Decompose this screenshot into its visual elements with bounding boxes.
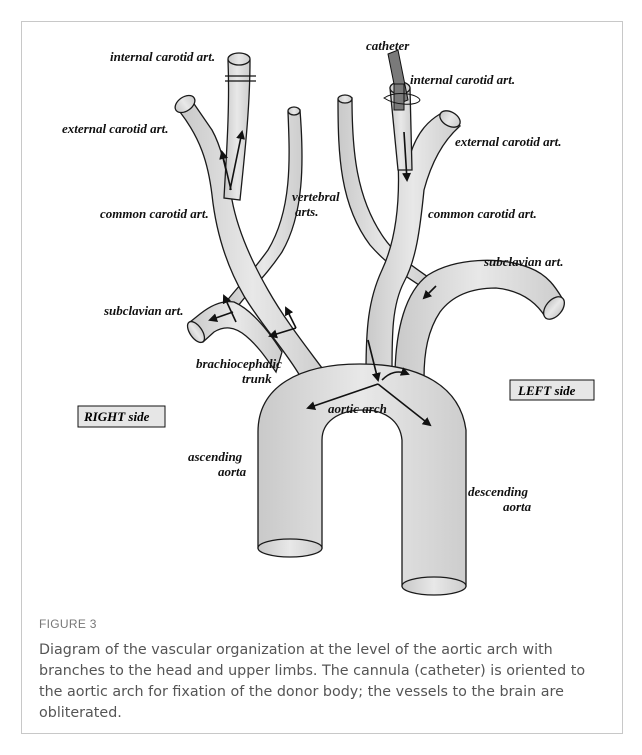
label-vertebral: vertebral xyxy=(292,189,340,204)
label-ascending: ascending xyxy=(188,449,243,464)
label-subclavian-right: subclavian art. xyxy=(103,303,183,318)
label-common-carotid-left: common carotid art. xyxy=(428,206,537,221)
right-vertebral-artery-end xyxy=(288,107,300,115)
label-descending: descending xyxy=(468,484,528,499)
right-internal-carotid-end xyxy=(228,53,250,65)
label-trunk: trunk xyxy=(242,371,272,386)
right-side-box: RIGHT side xyxy=(78,406,165,427)
label-internal-carotid-right: internal carotid art. xyxy=(110,49,215,64)
label-aortic-arch: aortic arch xyxy=(328,401,387,416)
left-vertebral-artery-end xyxy=(338,95,352,103)
ascending-aorta-end xyxy=(258,539,322,557)
label-external-carotid-right: external carotid art. xyxy=(62,121,169,136)
label-internal-carotid-left: internal carotid art. xyxy=(410,72,515,87)
right-side-label: RIGHT side xyxy=(83,409,150,424)
label-descending-aorta: aorta xyxy=(503,499,532,514)
left-side-box: LEFT side xyxy=(510,380,594,400)
label-arts: arts. xyxy=(295,204,318,219)
label-catheter: catheter xyxy=(366,38,410,53)
figure-caption: Diagram of the vascular organization at … xyxy=(39,640,605,724)
label-common-carotid-right: common carotid art. xyxy=(100,206,209,221)
figure-number: FIGURE 3 xyxy=(39,617,97,631)
left-side-label: LEFT side xyxy=(517,383,576,398)
label-external-carotid-left: external carotid art. xyxy=(455,134,562,149)
descending-aorta-end xyxy=(402,577,466,595)
label-ascending-aorta: aorta xyxy=(218,464,247,479)
label-brachiocephalic: brachiocephalic xyxy=(196,356,282,371)
label-subclavian-left: subclavian art. xyxy=(483,254,563,269)
